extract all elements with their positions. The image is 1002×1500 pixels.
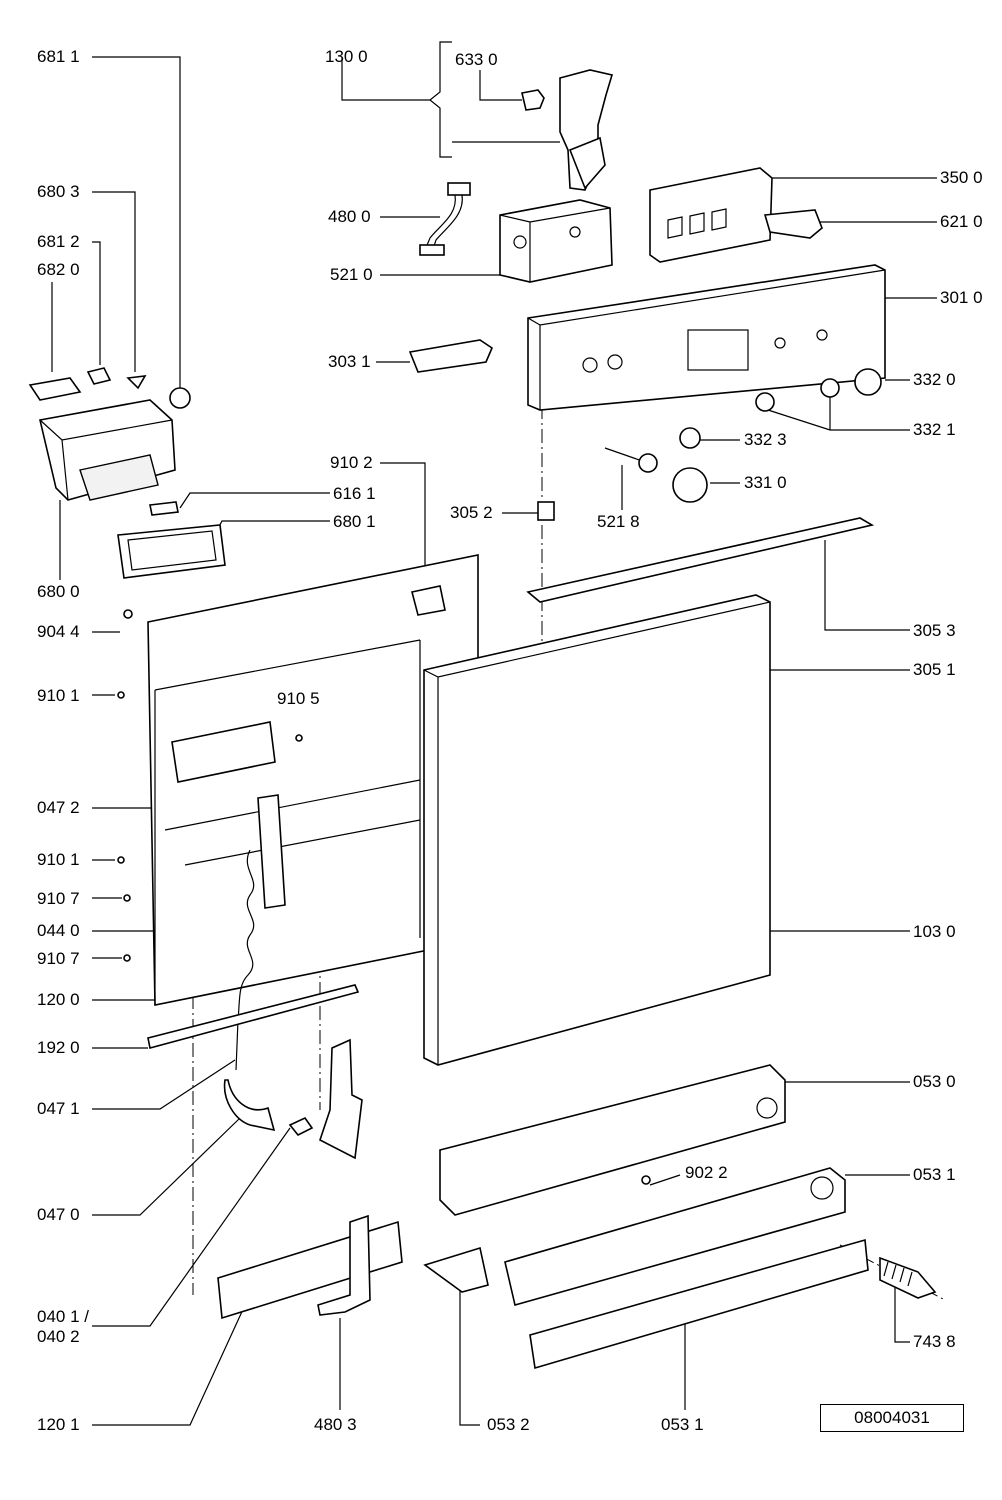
callout-680-3: 680 3	[37, 182, 80, 201]
callout-305-2: 305 2	[450, 503, 493, 522]
callout-331-0: 331 0	[744, 473, 787, 492]
part-040-clip	[288, 1116, 314, 1137]
callout-480-0: 480 0	[328, 207, 371, 226]
part-910-1-screws	[117, 691, 125, 864]
callout-053-1-b: 053 1	[661, 1415, 704, 1434]
part-305-3-bar	[526, 517, 875, 603]
part-332-0-knob	[854, 368, 882, 396]
callout-130-0: 130 0	[325, 47, 368, 66]
callout-521-8: 521 8	[597, 512, 640, 531]
callout-332-1: 332 1	[913, 420, 956, 439]
callout-040-1: 040 1 /	[37, 1307, 89, 1326]
part-904-4	[123, 609, 133, 619]
callout-047-1: 047 1	[37, 1099, 80, 1118]
callout-910-1-b: 910 1	[37, 850, 80, 869]
part-743-8-hose	[879, 1256, 937, 1299]
part-521-0-module	[499, 199, 613, 283]
callout-681-2: 681 2	[37, 232, 80, 251]
callout-680-1: 680 1	[333, 512, 376, 531]
part-680-3	[126, 375, 147, 390]
callout-680-0: 680 0	[37, 582, 80, 601]
callout-047-0: 047 0	[37, 1205, 80, 1224]
part-681-2	[86, 367, 112, 385]
part-331-0-knob	[672, 467, 708, 503]
part-053-0-kick-plate	[439, 1064, 786, 1216]
part-120-0-inner-door	[147, 554, 479, 1006]
part-103-0-front-door	[423, 594, 771, 1066]
part-044-0-bracket	[319, 1038, 363, 1160]
part-521-8	[604, 447, 658, 473]
callout-301-0: 301 0	[940, 288, 983, 307]
callout-480-3: 480 3	[314, 1415, 357, 1434]
part-682-0-gasket	[28, 377, 82, 401]
callout-904-4: 904 4	[37, 622, 80, 641]
callout-053-0: 053 0	[913, 1072, 956, 1091]
part-902-2	[641, 1175, 651, 1185]
callout-044-0: 044 0	[37, 921, 80, 940]
part-680-0-dispenser	[39, 399, 176, 501]
callout-910-7: 910 7	[37, 889, 80, 908]
part-053-2	[423, 1246, 489, 1293]
part-053-1-plate	[504, 1167, 869, 1370]
callout-350-0: 350 0	[940, 168, 983, 187]
part-616-1	[149, 501, 179, 516]
callout-910-1: 910 1	[37, 686, 80, 705]
callout-682-0: 682 0	[37, 260, 80, 279]
callout-910-2: 910 2	[330, 453, 373, 472]
callout-681-1: 681 1	[37, 47, 80, 66]
callout-040-2: 040 2	[37, 1327, 80, 1346]
part-303-1	[408, 339, 493, 373]
callout-621-0: 621 0	[940, 212, 983, 231]
callout-616-1: 616 1	[333, 484, 376, 503]
part-680-1-gasket	[117, 524, 226, 579]
callout-910-7-b: 910 7	[37, 949, 80, 968]
callout-332-0: 332 0	[913, 370, 956, 389]
part-621-0	[763, 209, 823, 239]
callout-303-1: 303 1	[328, 352, 371, 371]
callout-120-1: 120 1	[37, 1415, 80, 1434]
part-120-1-bottom-rail	[217, 1220, 403, 1320]
callout-910-5: 910 5	[277, 689, 320, 708]
part-633-0-clip	[521, 89, 545, 111]
callout-305-3: 305 3	[913, 621, 956, 640]
callout-103-0: 103 0	[913, 922, 956, 941]
callout-120-0: 120 0	[37, 990, 80, 1009]
part-910-2	[411, 585, 446, 616]
document-number: 08004031	[820, 1404, 964, 1432]
part-480-0-harness	[419, 182, 471, 256]
part-332-1-knobs	[755, 378, 840, 412]
part-047-spring	[223, 849, 276, 1132]
part-130-0-bracket	[559, 69, 614, 191]
callout-743-8: 743 8	[913, 1332, 956, 1351]
part-332-3	[679, 427, 701, 449]
callout-521-0: 521 0	[330, 265, 373, 284]
part-480-3	[317, 1214, 371, 1316]
callout-192-0: 192 0	[37, 1038, 80, 1057]
callout-305-1: 305 1	[913, 660, 956, 679]
callout-902-2: 902 2	[685, 1163, 728, 1182]
callout-047-2: 047 2	[37, 798, 80, 817]
callout-633-0: 633 0	[455, 50, 498, 69]
callout-332-3: 332 3	[744, 430, 787, 449]
part-910-5-screw	[295, 734, 303, 742]
part-305-2	[537, 501, 555, 521]
part-350-0-board	[649, 167, 773, 263]
callout-053-2: 053 2	[487, 1415, 530, 1434]
part-910-7-screws	[123, 894, 131, 962]
callout-053-1: 053 1	[913, 1165, 956, 1184]
part-192-0-strip	[147, 984, 360, 1049]
part-681-1-plug	[169, 387, 191, 409]
part-301-0-control-panel	[527, 264, 886, 411]
